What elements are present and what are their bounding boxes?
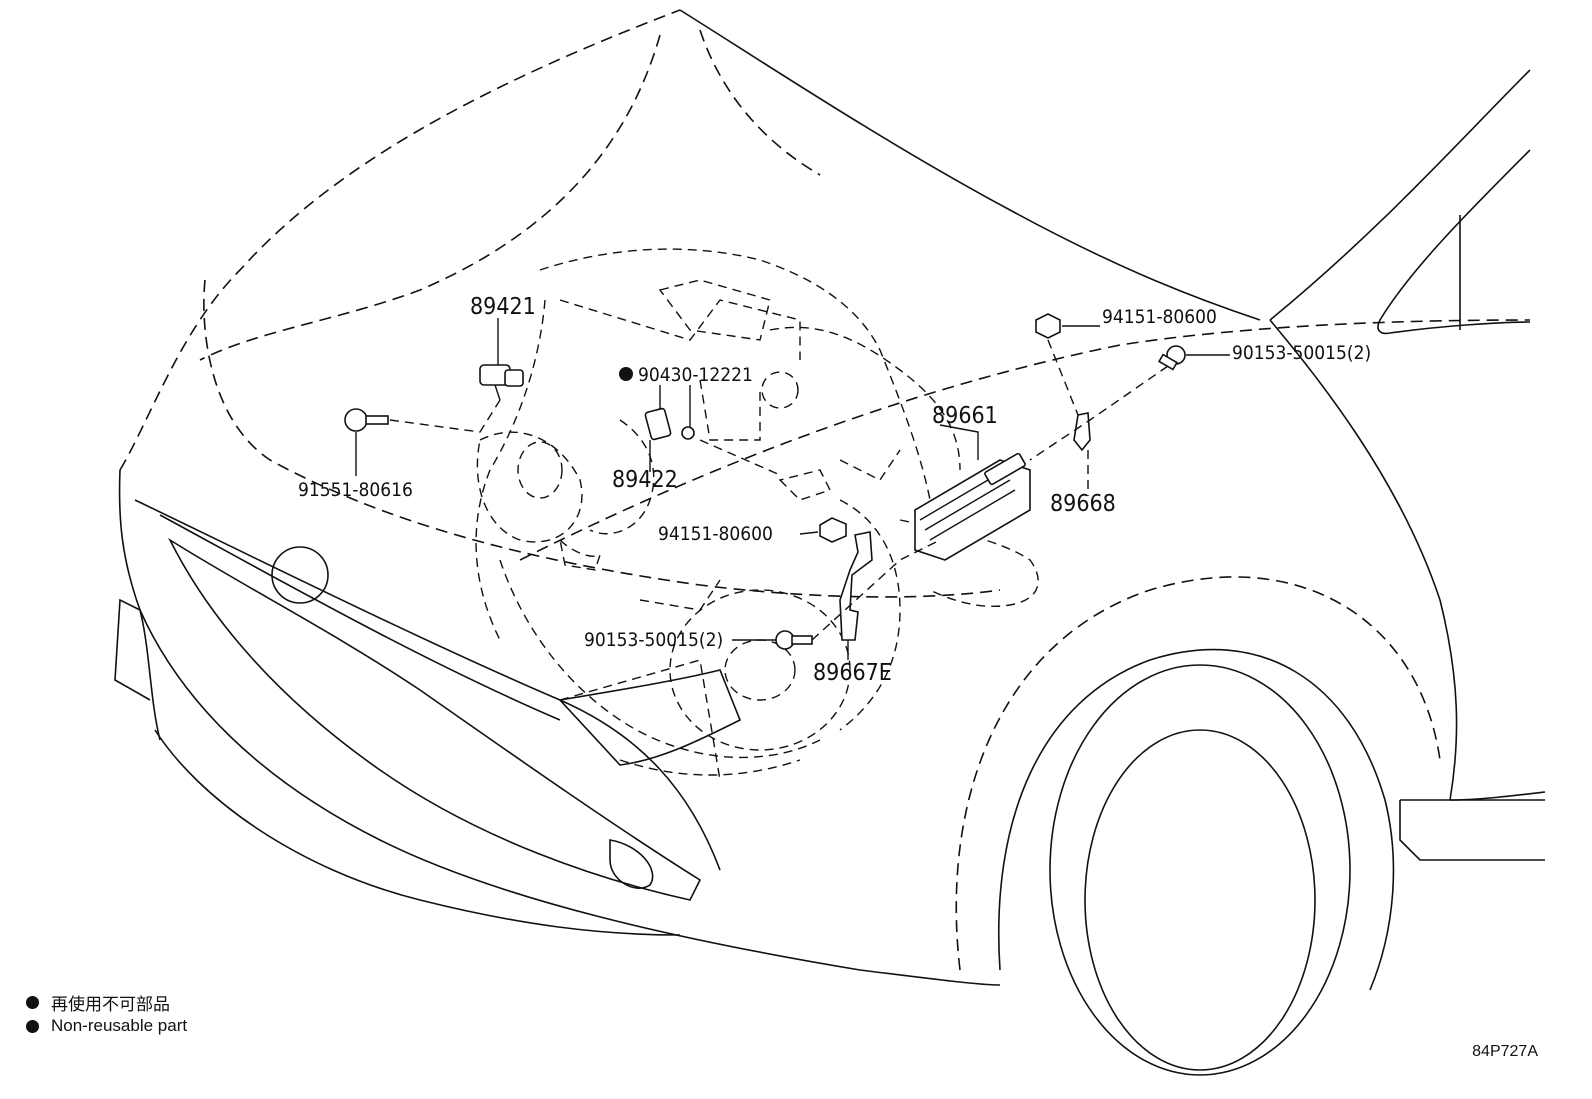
- label-90153-50015-top: 90153-50015(2): [1232, 342, 1371, 364]
- sensor-89422-part: [644, 407, 672, 441]
- label-91551-80616: 91551-80616: [298, 479, 413, 501]
- drawing-code: 84P727A: [1472, 1043, 1538, 1060]
- bolt-90153-lower-part: [775, 630, 813, 650]
- engine-assembly-outline: [475, 248, 1039, 781]
- label-90430-12221: 90430-12221: [638, 364, 753, 386]
- label-94151-80600-top: 94151-80600: [1102, 306, 1217, 328]
- nut-94151-top-part: [1035, 313, 1061, 339]
- bullet-icon: [26, 996, 39, 1009]
- label-89661: 89661: [932, 403, 998, 429]
- bracket-89668-part: [1073, 412, 1091, 452]
- label-90153-50015-lower: 90153-50015(2): [584, 629, 723, 651]
- bullet-icon: [26, 1019, 39, 1033]
- vehicle-body-outline: [114, 9, 1546, 1076]
- label-94151-80600-mid: 94151-80600: [658, 523, 773, 545]
- label-89667e: 89667E: [813, 660, 892, 686]
- legend-japanese: 再使用不可部品: [26, 990, 170, 1015]
- bolt-90153-top-part: [1157, 345, 1186, 371]
- legend-japanese-text: 再使用不可部品: [51, 995, 170, 1014]
- bracket-89667e-part: [839, 531, 873, 641]
- bolt-91551-part: [344, 408, 389, 432]
- legend-english-text: Non-reusable part: [51, 1016, 188, 1035]
- nut-94151-mid-part: [819, 517, 847, 543]
- label-89668: 89668: [1050, 491, 1116, 517]
- label-89421: 89421: [470, 294, 536, 320]
- label-89422: 89422: [612, 467, 678, 493]
- leader-lines: [355, 318, 1230, 660]
- ecu-89661-part: [914, 452, 1031, 561]
- gasket-90430-part: [619, 367, 695, 440]
- legend-english: Non-reusable part: [26, 1016, 187, 1036]
- sensor-89421-part: [479, 364, 524, 401]
